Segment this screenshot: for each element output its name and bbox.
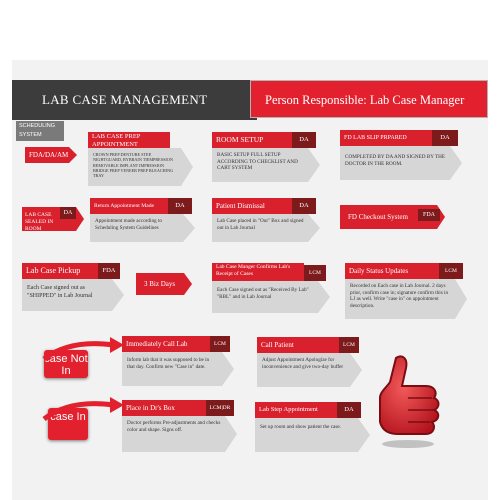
box-body: COMPLETED BY DA AND SIGNED BY THE DOCTOR…	[340, 146, 462, 180]
box-body: Inform lab that it was supposed to be in…	[122, 352, 234, 386]
page-title: LAB CASE MANAGEMENT	[12, 80, 257, 120]
box-body: Appointment made according to Scheduling…	[90, 214, 195, 242]
box-title: Lab Case Pickup	[22, 263, 98, 279]
box-title: Call Patient	[257, 337, 339, 353]
box-place-in-drs-box: Place in Dr's Box LCM|DR Doctor performs…	[122, 400, 237, 452]
box-patient-dismissal: Patient Dismissal DA Lab Case placed in …	[212, 198, 320, 242]
role-label: DA	[60, 207, 76, 219]
curved-arrow-icon	[42, 397, 124, 422]
box-body: Doctor performs Pre-adjustments and chec…	[122, 416, 237, 452]
role-label: DA	[337, 402, 361, 418]
box-title: Place in Dr's Box	[122, 400, 206, 416]
role-label: LCM	[210, 336, 230, 352]
three-biz-days-tag: 3 Biz Days	[136, 273, 192, 295]
role-label: LCM	[439, 263, 463, 279]
box-immediately-call-lab: Immediately Call Lab LCM Inform lab that…	[122, 336, 234, 386]
scheduling-system-label: SCHEDULING SYSTEM	[16, 121, 64, 141]
box-body: BASIC SETUP FULL SETUP ACCORDING TO CHEC…	[212, 148, 320, 182]
role-label: LCM	[304, 265, 326, 281]
case-not-in-tag: case Not In	[44, 350, 88, 378]
box-lab-case-prep: LAB CASE PREP APPOINTMENT CROWN PREP DEN…	[88, 132, 193, 184]
box-lab-case-pickup: Lab Case Pickup FDA Each Case signed out…	[22, 263, 124, 311]
box-body: Set up room and show patient the case.	[255, 418, 370, 452]
box-lab-case-sealed: LAB CASE SEALED IN ROOM DA	[22, 207, 84, 231]
box-call-patient: Call Patient LCM Adjust Appointment Apol…	[257, 337, 362, 387]
box-return-appointment: Return Appointment Made DA Appointment m…	[90, 198, 195, 242]
box-title: Immediately Call Lab	[122, 336, 210, 352]
role-label: LCM	[339, 337, 359, 353]
role-label: DA	[292, 198, 316, 214]
role-label: FDA	[418, 209, 440, 221]
role-label: DA	[432, 130, 458, 146]
curved-arrow-icon	[42, 337, 124, 362]
thumbs-up-icon	[379, 355, 440, 448]
box-title: LAB CASE PREP APPOINTMENT	[88, 132, 170, 149]
box-title: Lab Case Manger Confirms Lab's Receipt o…	[212, 263, 304, 281]
role-label: DA	[168, 198, 192, 214]
box-title: Lab Step Appointment	[255, 402, 337, 418]
box-room-setup: ROOM SETUP DA BASIC SETUP FULL SETUP ACC…	[212, 132, 320, 182]
box-body: Recorded on Each case in Lab Journal. 2 …	[345, 279, 467, 319]
box-lcm-confirms: Lab Case Manger Confirms Lab's Receipt o…	[212, 263, 330, 313]
responsible-banner: Person Responsible: Lab Case Manager	[250, 80, 488, 118]
box-daily-status: Daily Status Updates LCM Recorded on Eac…	[345, 263, 467, 318]
role-label: DA	[292, 132, 316, 148]
box-title: FD LAB SLIP PRPARED	[340, 130, 432, 146]
box-body: Each Case signed out as "Received By Lab…	[212, 281, 330, 313]
box-body: Lab Case placed in "Out" Box and signed …	[212, 214, 320, 242]
box-fd-lab-slip: FD LAB SLIP PRPARED DA COMPLETED BY DA A…	[340, 130, 462, 180]
box-title: ROOM SETUP	[212, 132, 292, 148]
box-title: Daily Status Updates	[345, 263, 439, 279]
box-body: CROWN PREP DENTURE STEP, NIGHTGUARD, BYB…	[88, 148, 193, 186]
box-body: Adjust Appointment Apologize for inconve…	[257, 353, 362, 387]
box-lab-step-appointment: Lab Step Appointment DA Set up room and …	[255, 402, 370, 452]
box-title: Patient Dismissal	[212, 198, 292, 214]
box-fd-checkout: FD Checkout System FDA	[340, 205, 445, 229]
fda-da-am-tag: FDA/DA/AM	[25, 147, 77, 163]
box-body: Each Case signed out as "SHIPPED" in Lab…	[22, 279, 124, 311]
box-title: Return Appointment Made	[90, 198, 168, 214]
role-label: LCM|DR	[206, 400, 234, 416]
role-label: FDA	[98, 263, 120, 279]
